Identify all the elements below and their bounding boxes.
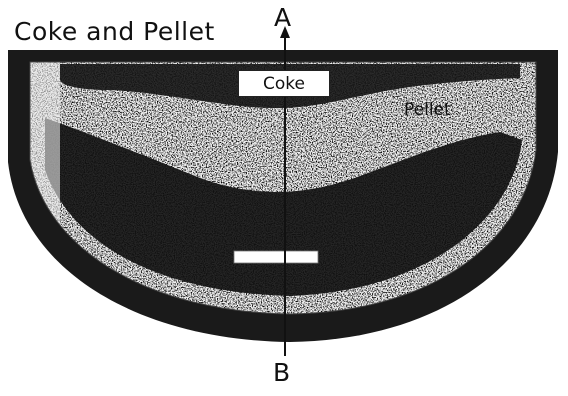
marker-b-label: B bbox=[273, 359, 290, 387]
sampling-slot bbox=[234, 251, 318, 263]
pellet-label: Pellet bbox=[404, 100, 451, 120]
marker-a-label: A bbox=[274, 4, 291, 32]
figure-title: Coke and Pellet bbox=[14, 18, 215, 46]
coke-label-text: Coke bbox=[263, 74, 305, 94]
coke-label: Coke bbox=[238, 70, 330, 97]
